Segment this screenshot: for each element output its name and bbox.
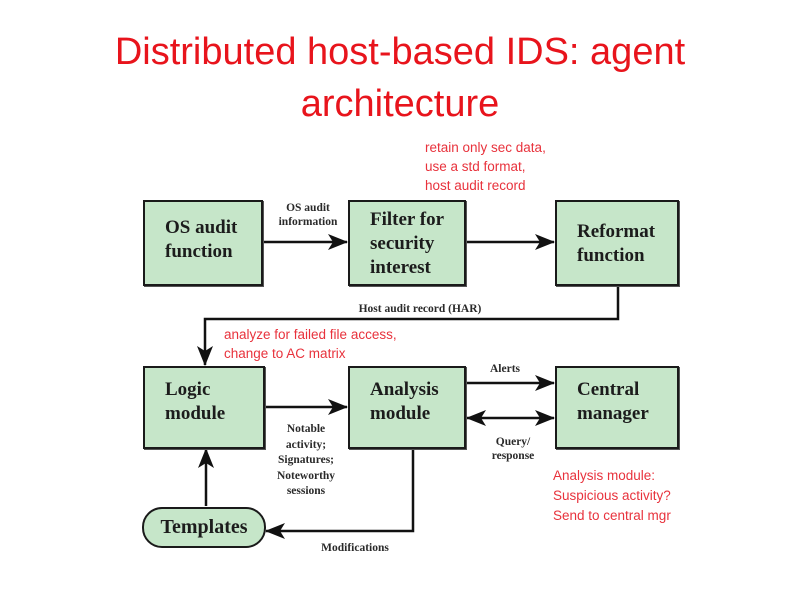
- edge-label-query-response: Query/ response: [478, 435, 548, 463]
- analysis-annotation: Analysis module: Suspicious activity? Se…: [553, 466, 671, 526]
- annotation-line: Analysis module:: [553, 468, 656, 483]
- slide-title-line-1: Distributed host-based IDS: agent: [114, 31, 686, 73]
- edge-label-line: Notable: [286, 423, 326, 435]
- edge-label-line: response: [491, 450, 535, 462]
- node-templates: Templates: [142, 507, 266, 548]
- edge-modifications: [265, 449, 415, 539]
- node-label: OS audit: [165, 217, 238, 238]
- node-logic-module: Logic module: [143, 366, 265, 449]
- edge-label-line: Signatures;: [277, 454, 335, 466]
- node-label: Reformat: [577, 221, 656, 242]
- node-label: Logic: [165, 379, 211, 400]
- node-os-audit-function: OS audit function: [143, 200, 263, 286]
- annotation-line: Suspicious activity?: [553, 488, 671, 503]
- edge-label-alerts: Alerts: [489, 363, 520, 375]
- node-label: manager: [577, 403, 649, 424]
- edge-label-line: OS audit: [286, 202, 330, 214]
- node-label: security: [370, 233, 435, 254]
- annotation-line: use a std format,: [425, 159, 526, 174]
- node-label: module: [165, 403, 226, 424]
- node-label: Analysis: [370, 379, 439, 400]
- annotation-line: change to AC matrix: [224, 346, 346, 361]
- annotation-line: analyze for failed file access,: [224, 327, 397, 342]
- filter-annotation: retain only sec data, use a std format, …: [425, 138, 546, 195]
- node-filter-for-security-interest: Filter for security interest: [348, 200, 466, 286]
- logic-annotation: analyze for failed file access, change t…: [224, 325, 397, 363]
- edge-label-line: Query/: [495, 436, 531, 448]
- node-label: interest: [370, 257, 431, 278]
- node-reformat-function: Reformat function: [555, 200, 679, 286]
- node-label: function: [165, 241, 233, 262]
- edge-har: [197, 286, 620, 366]
- annotation-line: retain only sec data,: [425, 140, 546, 155]
- node-label: module: [370, 403, 431, 424]
- node-central-manager: Central manager: [555, 366, 679, 449]
- annotation-line: host audit record: [425, 178, 526, 193]
- edge-label-os-audit-information: OS audit information: [268, 201, 348, 229]
- edge-label-notable-activity: Notable activity; Signatures; Noteworthy…: [266, 422, 346, 500]
- edge-label-har: Host audit record (HAR): [358, 303, 482, 315]
- edge-label-line: activity;: [285, 438, 327, 451]
- slide-title-line-2: architecture: [300, 83, 500, 125]
- node-label: function: [577, 245, 645, 266]
- node-label: Central: [577, 379, 640, 400]
- edge-label-line: Noteworthy: [276, 469, 336, 482]
- annotation-line: Send to central mgr: [553, 508, 671, 523]
- node-analysis-module: Analysis module: [348, 366, 466, 449]
- node-label: Filter for: [370, 209, 445, 230]
- edge-label-modifications: Modifications: [321, 542, 389, 554]
- edge-label-line: sessions: [286, 485, 326, 497]
- edge-label-line: information: [278, 216, 338, 228]
